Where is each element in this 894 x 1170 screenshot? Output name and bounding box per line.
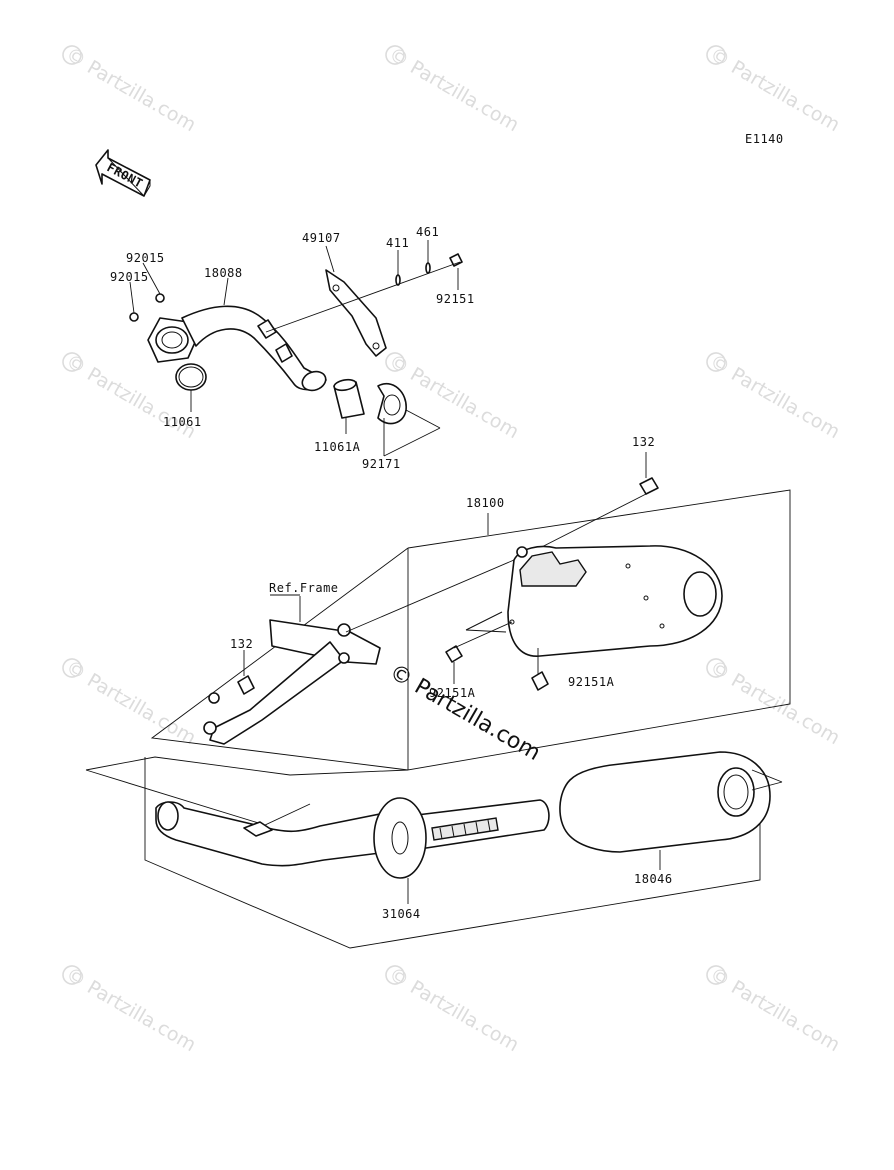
muffler-assembly-frame bbox=[85, 489, 791, 949]
watermark-top-left: © Partzilla.com bbox=[62, 43, 199, 136]
part-92015-b-label[interactable]: 92015 bbox=[110, 270, 149, 284]
header-pipe-18088 bbox=[147, 305, 327, 392]
heat-guard-49107-icon bbox=[325, 269, 387, 357]
part-92151A-b-label[interactable]: 92151A bbox=[568, 675, 615, 689]
svg-text:Partzilla.com: Partzilla.com bbox=[406, 976, 522, 1056]
nut-92015-b-icon bbox=[129, 312, 139, 322]
svg-text:Partzilla.com: Partzilla.com bbox=[406, 363, 522, 443]
silencer-18046-icon bbox=[559, 751, 783, 853]
part-92015-a-label[interactable]: 92015 bbox=[126, 251, 165, 265]
insert-31064-icon bbox=[373, 797, 550, 879]
bolt-92151A-a-icon bbox=[445, 645, 463, 663]
nut-92015-a-icon bbox=[155, 293, 165, 303]
center-watermark: © Partzilla.com bbox=[385, 660, 545, 767]
watermark-top-right: © Partzilla.com bbox=[706, 43, 843, 136]
part-18088-label[interactable]: 18088 bbox=[204, 266, 243, 280]
part-49107-label[interactable]: 49107 bbox=[302, 231, 341, 245]
svg-text:Partzilla.com: Partzilla.com bbox=[83, 56, 199, 136]
watermark-mid-right: © Partzilla.com bbox=[706, 350, 843, 443]
watermark-low-left: © Partzilla.com bbox=[62, 656, 199, 749]
part-411-label[interactable]: 411 bbox=[386, 236, 409, 250]
watermark-bottom-left: © Partzilla.com bbox=[62, 963, 199, 1056]
mid-pipe bbox=[155, 801, 391, 867]
svg-text:Partzilla.com: Partzilla.com bbox=[727, 976, 843, 1056]
gasket-11061-icon bbox=[175, 363, 207, 391]
watermark-bottom-center: © Partzilla.com bbox=[385, 963, 522, 1056]
bolt-132-a-icon bbox=[639, 477, 659, 495]
svg-text:Partzilla.com: Partzilla.com bbox=[83, 976, 199, 1056]
clamp-92171-icon bbox=[377, 383, 407, 425]
part-92151-label[interactable]: 92151 bbox=[436, 292, 475, 306]
part-18046-label[interactable]: 18046 bbox=[634, 872, 673, 886]
bolt-92151-icon bbox=[449, 253, 463, 267]
part-31064-label[interactable]: 31064 bbox=[382, 907, 421, 921]
svg-text:Partzilla.com: Partzilla.com bbox=[727, 363, 843, 443]
part-18100-label[interactable]: 18100 bbox=[466, 496, 505, 510]
watermark-low-right: © Partzilla.com bbox=[706, 656, 843, 749]
part-461-label[interactable]: 461 bbox=[416, 225, 439, 239]
svg-text:Partzilla.com: Partzilla.com bbox=[406, 56, 522, 136]
leader-92151A-a bbox=[453, 621, 513, 649]
part-132-b-label[interactable]: 132 bbox=[230, 637, 253, 651]
part-132-a-label[interactable]: 132 bbox=[632, 435, 655, 449]
ref-frame-label: Ref.Frame bbox=[269, 581, 339, 595]
leader-frame-muffler bbox=[345, 559, 515, 633]
watermark-top-center: © Partzilla.com bbox=[385, 43, 522, 136]
watermark-bottom-right: © Partzilla.com bbox=[706, 963, 843, 1056]
washer-461-icon bbox=[425, 262, 431, 274]
diagram-code: E1140 bbox=[745, 132, 784, 146]
svg-text:Partzilla.com: Partzilla.com bbox=[83, 669, 199, 749]
front-arrow-icon: FRONT bbox=[95, 149, 151, 197]
muffler-18100 bbox=[465, 545, 723, 657]
svg-text:Partzilla.com: Partzilla.com bbox=[727, 669, 843, 749]
gasket-11061A-icon bbox=[333, 378, 365, 419]
svg-text:Partzilla.com: Partzilla.com bbox=[727, 56, 843, 136]
part-92151A-a-label[interactable]: 92151A bbox=[429, 686, 476, 700]
top-leader-lines bbox=[129, 240, 461, 457]
bolt-132-b-icon bbox=[237, 675, 255, 695]
bolt-92151A-b-icon bbox=[531, 671, 549, 691]
part-11061-label[interactable]: 11061 bbox=[163, 415, 202, 429]
frame-reference bbox=[203, 594, 381, 745]
part-11061A-label[interactable]: 11061A bbox=[314, 440, 361, 454]
part-92171-label[interactable]: 92171 bbox=[362, 457, 401, 471]
